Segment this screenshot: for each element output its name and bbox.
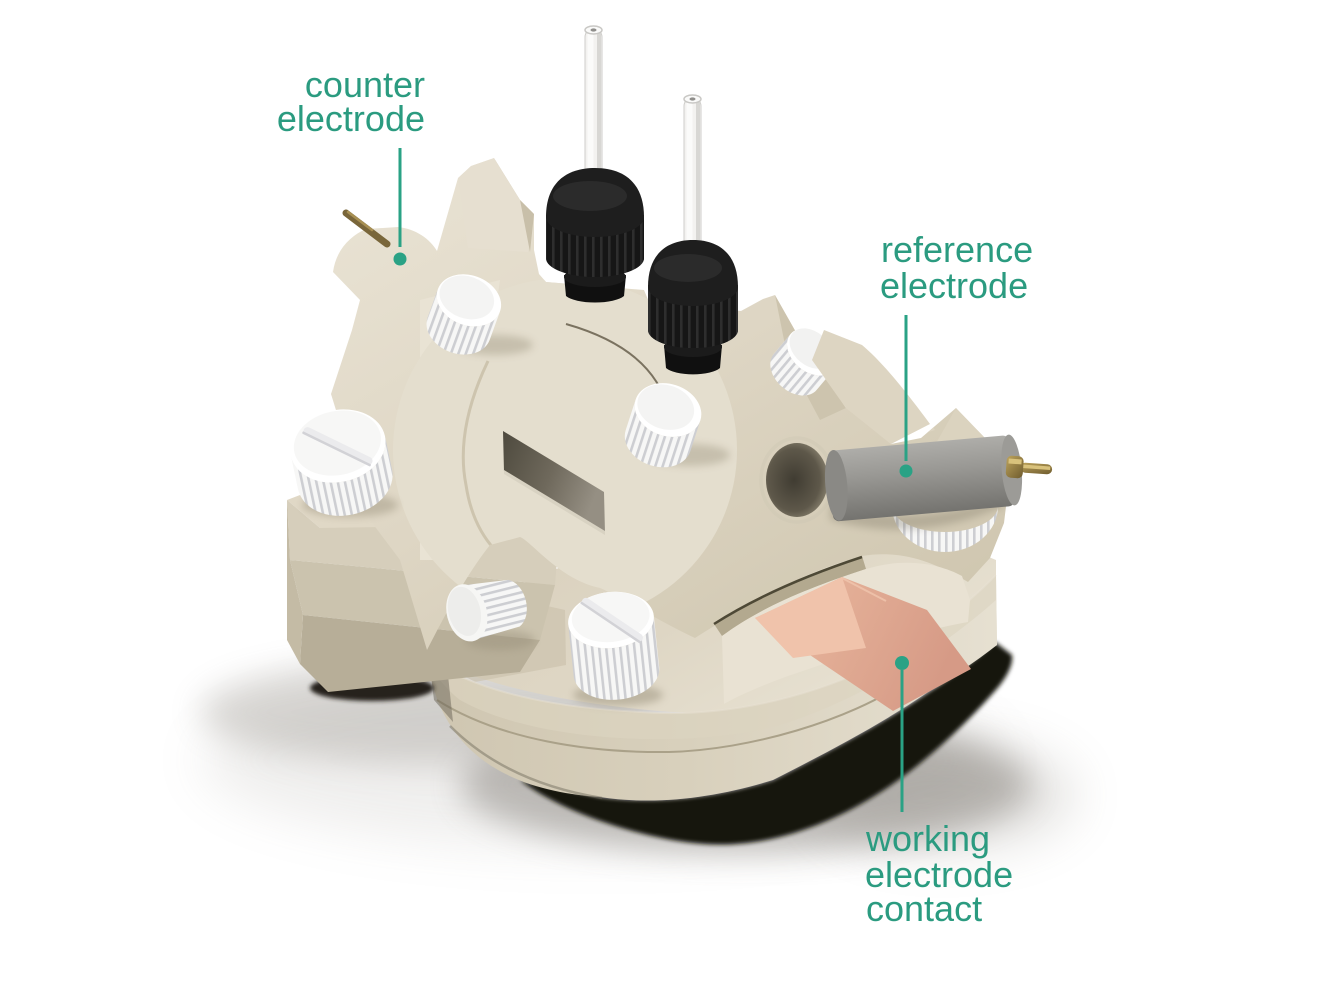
svg-text:contact: contact (866, 888, 982, 929)
svg-text:electrode: electrode (880, 265, 1028, 306)
svg-text:counter: counter (305, 64, 425, 105)
svg-text:electrode: electrode (277, 98, 425, 139)
svg-text:electrode: electrode (865, 854, 1013, 895)
svg-text:working: working (865, 818, 990, 859)
svg-text:reference: reference (881, 229, 1033, 270)
